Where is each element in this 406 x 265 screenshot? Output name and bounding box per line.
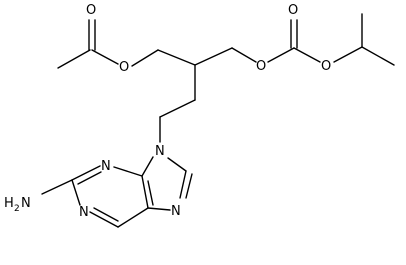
bond-c2-nh2 (41, 179, 73, 195)
bond-c6-n1-b (93, 207, 119, 222)
bond-isopropyl-methyl-right (361, 46, 395, 66)
bond-n7-c5 (147, 207, 171, 211)
atom-amine-h: H (4, 196, 14, 211)
bond-o-c-carbonate (267, 47, 295, 63)
bond-c2-n3-b (77, 171, 102, 185)
bond-ch2-ch (157, 49, 196, 66)
bond-n1-c2 (71, 179, 81, 206)
bond-c8-n7-b (185, 173, 193, 199)
atom-o-ester-acetyl: O (119, 60, 129, 75)
atom-n3: N (101, 159, 111, 174)
bond-c6-n1-a (89, 211, 119, 228)
bond-c4-n9 (141, 156, 154, 177)
bond-c5-c6 (117, 207, 149, 228)
bond-ester-o-ch2 (131, 49, 159, 67)
bond-c2-n3-a (71, 165, 101, 181)
atom-o-carbonyl-carbonate: O (288, 3, 298, 18)
bond-methyl-c-carbonyl (57, 49, 91, 69)
atom-o-ether-isopropyl: O (321, 59, 331, 74)
bond-ch-ch2-right (194, 47, 233, 66)
bond-o-ch-isopropyl (333, 46, 363, 63)
atom-n7: N (171, 204, 181, 219)
bond-n3-c4 (113, 166, 143, 177)
bond-c8-n7-a (179, 170, 187, 199)
bond-acetyl-c-o-ester (91, 49, 119, 65)
bond-ch2-ch2-chain (159, 99, 196, 118)
bond-c4-c5-inner (147, 180, 154, 206)
atom-n9: N (155, 144, 165, 159)
atom-amine-n: N (21, 196, 31, 211)
bond-n9-c8 (167, 157, 187, 172)
bond-c-o-isopropyl (293, 47, 321, 63)
atom-o-carbonyl-acetyl: O (86, 3, 96, 18)
atom-o-ester-carbonate: O (256, 59, 266, 74)
atom-n1: N (79, 205, 89, 220)
atom-amine-h-count: 2 (14, 204, 20, 214)
bond-ch2-o-carbonate (231, 47, 257, 63)
bond-c4-c5 (141, 175, 149, 209)
